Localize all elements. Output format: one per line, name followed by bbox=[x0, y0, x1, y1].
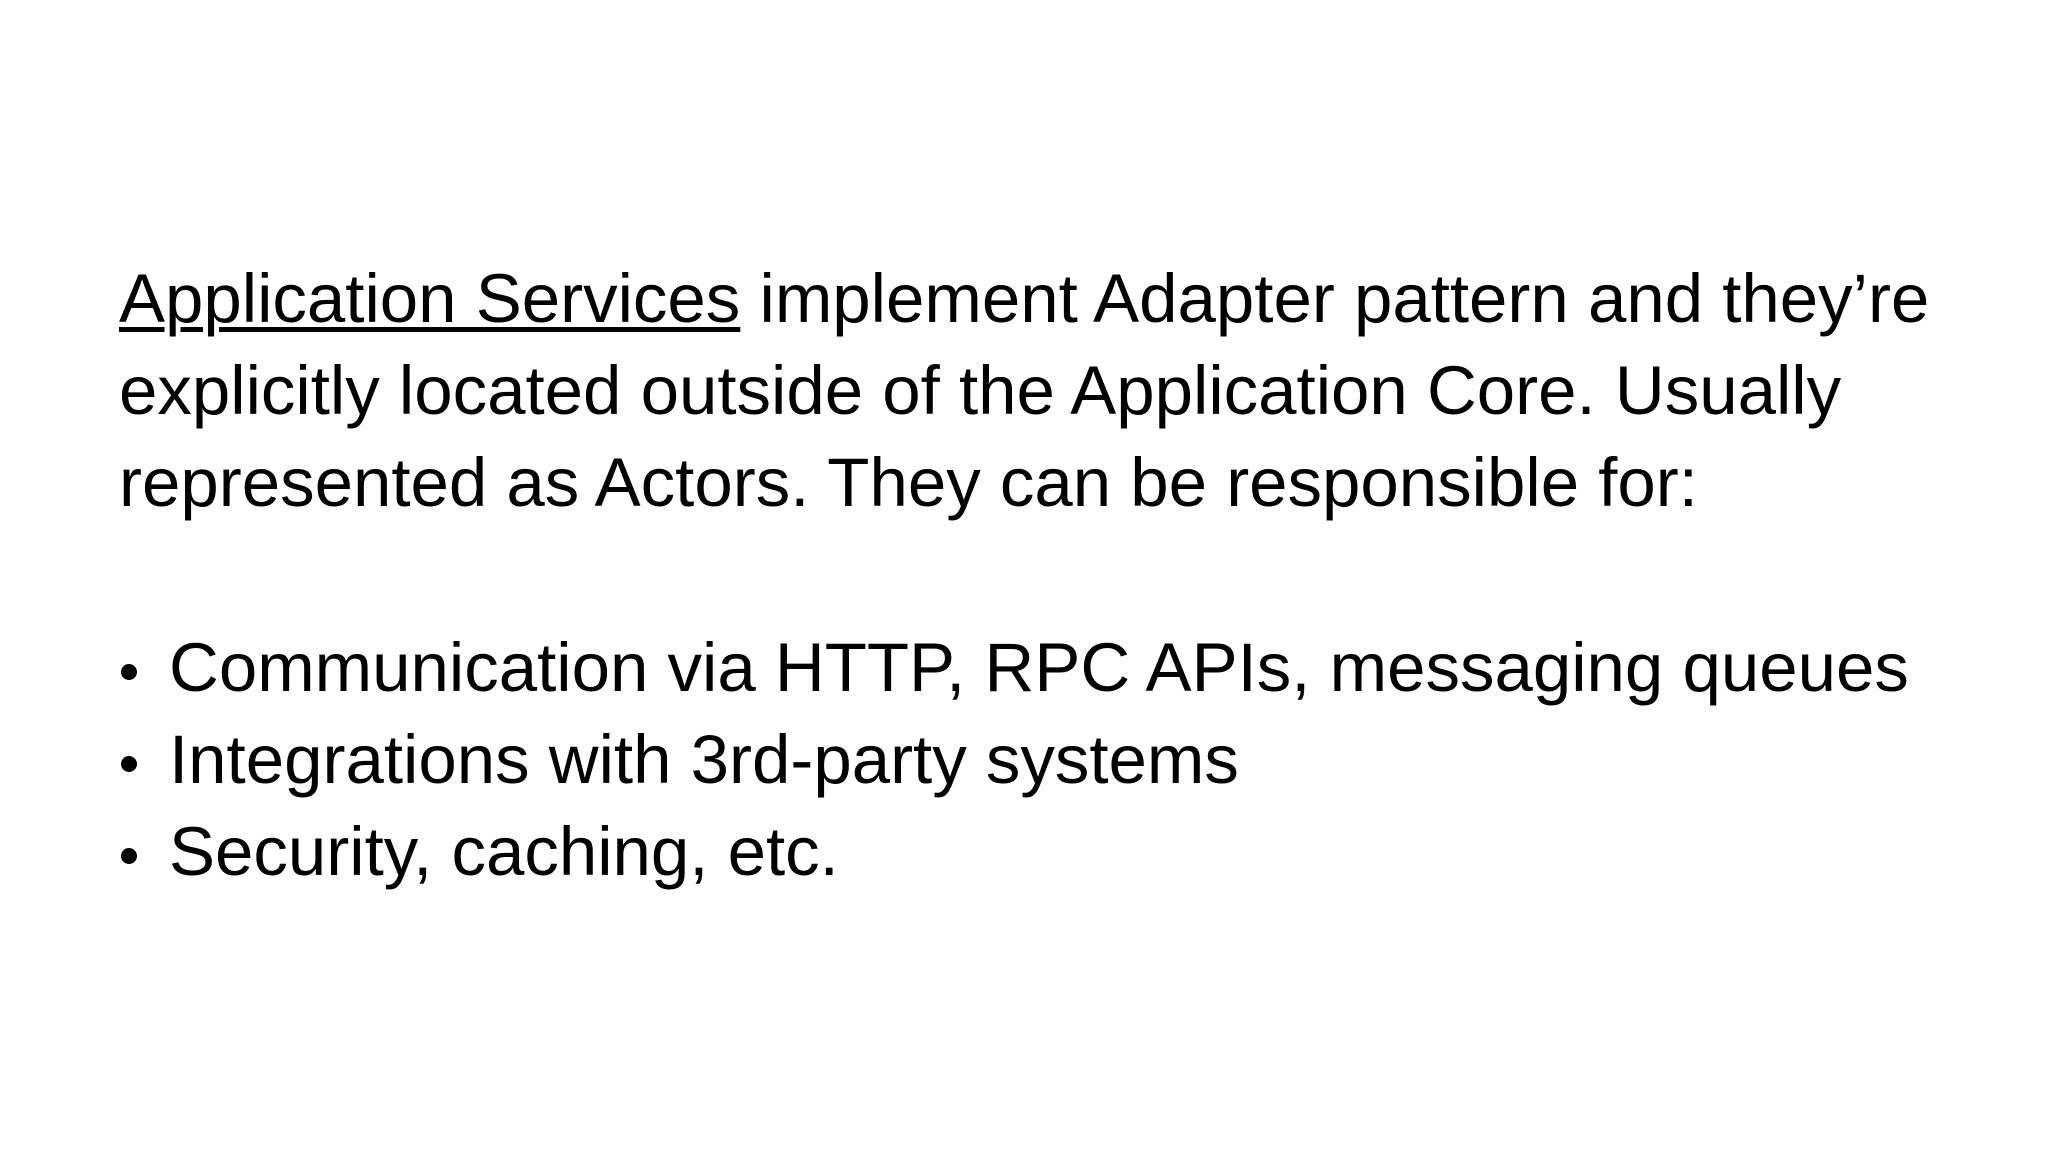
list-item: Security, caching, etc. bbox=[119, 806, 1959, 898]
bullet-label: Communication via HTTP, RPC APIs, messag… bbox=[169, 629, 1909, 706]
bullet-label: Integrations with 3rd-party systems bbox=[169, 721, 1239, 798]
paragraph: Application Services implement Adapter p… bbox=[119, 253, 1959, 529]
bullet-icon bbox=[121, 756, 137, 772]
bullet-icon bbox=[121, 664, 137, 680]
bullet-label: Security, caching, etc. bbox=[169, 813, 839, 890]
bullet-list: Communication via HTTP, RPC APIs, messag… bbox=[119, 622, 1959, 898]
list-item: Communication via HTTP, RPC APIs, messag… bbox=[119, 622, 1959, 714]
underlined-term: Application Services bbox=[119, 260, 741, 337]
list-item: Integrations with 3rd-party systems bbox=[119, 714, 1959, 806]
paragraph-text: implement Adapter pattern and they’re ex… bbox=[119, 260, 1930, 521]
bullet-icon bbox=[121, 848, 137, 864]
document-text-block: Application Services implement Adapter p… bbox=[119, 253, 1959, 898]
